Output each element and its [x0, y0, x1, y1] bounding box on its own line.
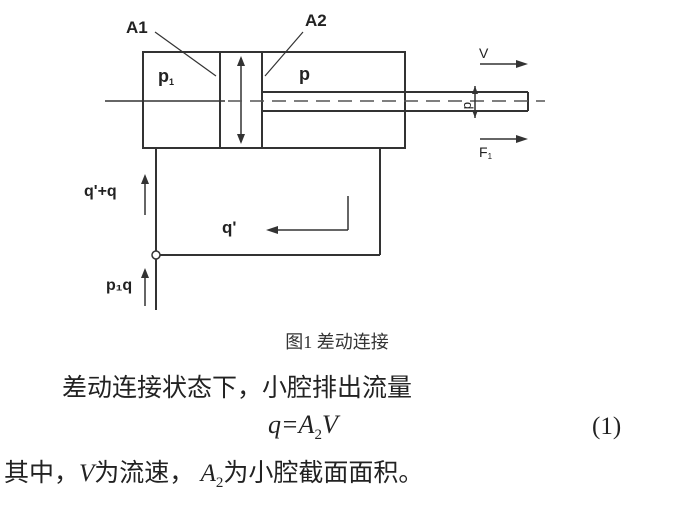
- q-sum-arrowhead: [141, 174, 149, 184]
- force-arrowhead: [516, 135, 528, 143]
- velocity-arrowhead: [516, 60, 528, 68]
- label-a1: A1: [126, 18, 148, 37]
- q-prime-arrowhead: [266, 226, 278, 234]
- label-a2: A2: [305, 11, 327, 30]
- cylinder-body: [142, 51, 406, 149]
- label-p1q: p₁q: [106, 277, 132, 294]
- description-line: 其中，V为流速， A2为小腔截面面积。: [4, 460, 424, 491]
- rod-arrowhead-up: [472, 86, 478, 94]
- equation-number: (1): [592, 413, 622, 440]
- hydraulic-cylinder-diagram: A1 A2 p1 p V d F1 q'+q q' p₁q: [84, 11, 545, 310]
- label-f: F1: [479, 144, 493, 161]
- label-v: V: [479, 45, 489, 61]
- rod-arrowhead-down: [472, 110, 478, 118]
- junction-node: [151, 250, 161, 260]
- p1q-arrowhead: [141, 268, 149, 278]
- figure-caption: 图1 差动连接: [285, 332, 389, 352]
- arrowhead-down: [237, 134, 245, 144]
- arrowhead-up: [237, 56, 245, 66]
- formula: q=A2V: [268, 410, 338, 444]
- label-d: d: [461, 102, 476, 109]
- label-q-sum: q'+q: [84, 183, 117, 200]
- label-p: p: [299, 64, 310, 84]
- a2-leader: [264, 31, 304, 77]
- label-p1: p1: [158, 66, 174, 87]
- a1-leader: [154, 31, 217, 77]
- paragraph-line: 差动连接状态下，小腔排出流量: [62, 375, 413, 402]
- label-q-prime: q': [222, 218, 236, 237]
